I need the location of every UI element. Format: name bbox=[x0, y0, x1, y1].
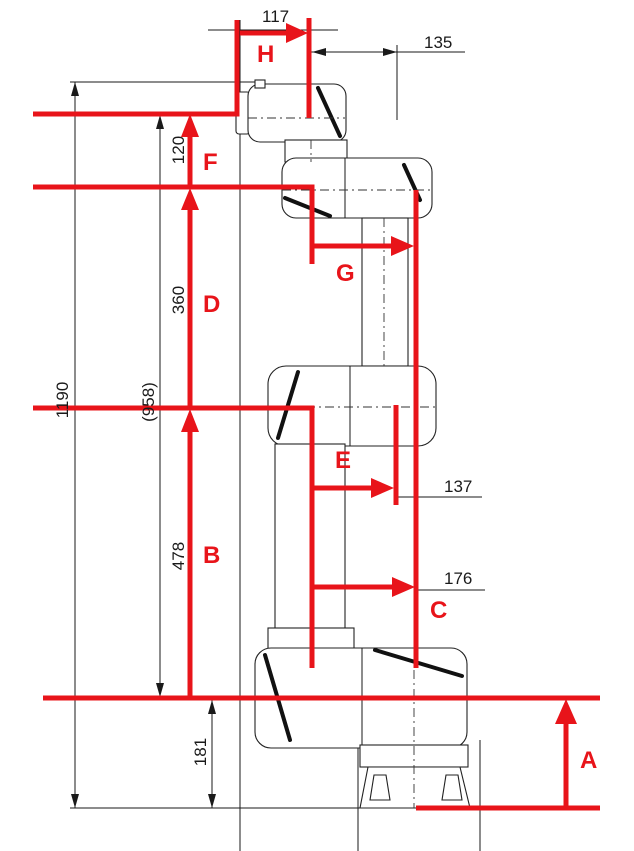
dim-117: 117 bbox=[262, 7, 289, 26]
dim-120: 120 bbox=[169, 136, 188, 164]
label-e: E bbox=[335, 447, 351, 474]
label-g: G bbox=[336, 260, 355, 287]
dim-1190: 1190 bbox=[53, 382, 72, 419]
label-c: C bbox=[430, 597, 447, 624]
letter-labels: H F G D E B C A bbox=[203, 41, 597, 774]
label-a: A bbox=[580, 747, 597, 774]
red-reference-lines bbox=[33, 18, 600, 811]
label-h: H bbox=[257, 41, 274, 68]
dim-181: 181 bbox=[191, 738, 210, 766]
dim-478: 478 bbox=[169, 542, 188, 570]
dim-958: (958) bbox=[139, 382, 158, 422]
dim-135: 135 bbox=[424, 33, 452, 52]
label-d: D bbox=[203, 291, 220, 318]
dimension-values: 117 135 137 176 1190 (958) 360 478 120 1… bbox=[53, 7, 472, 766]
dim-176: 176 bbox=[444, 569, 472, 588]
red-arrowheads bbox=[181, 23, 577, 724]
extension-lines bbox=[70, 20, 485, 851]
dim-360: 360 bbox=[169, 286, 188, 314]
dim-137: 137 bbox=[444, 477, 472, 496]
label-f: F bbox=[203, 149, 218, 176]
label-b: B bbox=[203, 542, 220, 569]
